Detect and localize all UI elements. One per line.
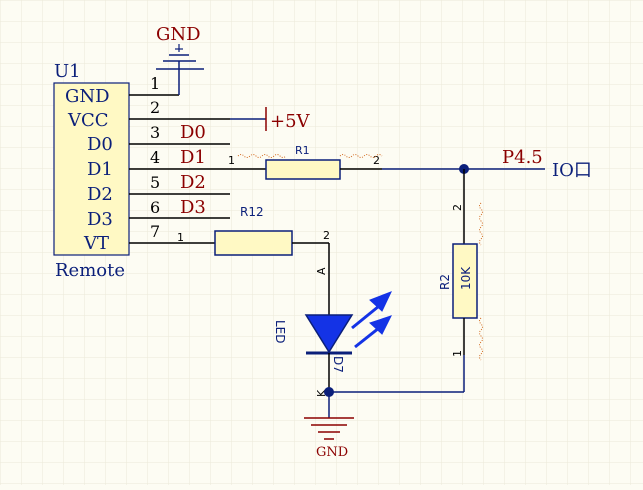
r2-pin2: 2 bbox=[451, 204, 464, 211]
r1-highlight-right bbox=[339, 154, 383, 158]
net-label-p45: P4.5 bbox=[502, 147, 543, 168]
led-anode-label: A bbox=[315, 267, 328, 275]
u1-pin-name: VT bbox=[83, 233, 109, 254]
u1-pin-name: D3 bbox=[87, 209, 113, 230]
u1-name: Remote bbox=[55, 260, 125, 281]
u1-pin-number: 7 bbox=[150, 222, 160, 241]
gnd-top-label: GND bbox=[156, 24, 201, 45]
u1-pin-name: D1 bbox=[87, 159, 113, 180]
u1-pins: GND VCC D0 D1 D2 D3 VT bbox=[65, 86, 113, 254]
u1-pin-name: D0 bbox=[87, 134, 113, 155]
bottom-net bbox=[324, 387, 464, 418]
net-label-d1: D1 bbox=[180, 147, 206, 168]
u1-pin-number: 2 bbox=[150, 98, 160, 117]
net-label-d2: D2 bbox=[180, 172, 206, 193]
u1-pin-number: 1 bbox=[150, 74, 160, 93]
r1-pin2: 2 bbox=[373, 154, 380, 167]
p45-net: P4.5 IO口 bbox=[459, 147, 592, 181]
u1-pin-name: D2 bbox=[87, 184, 113, 205]
gnd-top-symbol: GND bbox=[156, 24, 204, 95]
r2-value: 10K bbox=[459, 266, 473, 290]
vcc-label: +5V bbox=[270, 111, 311, 132]
u1-pin-name: VCC bbox=[67, 110, 109, 131]
r2-designator: R2 bbox=[438, 274, 452, 290]
led-d7-component[interactable]: A LED D7 K bbox=[273, 243, 392, 397]
u1-component[interactable]: U1 Remote GND VCC D0 D1 D2 D3 VT 1 2 3 4… bbox=[53, 61, 230, 281]
r2-highlight-bottom bbox=[479, 317, 483, 361]
r1-designator: R1 bbox=[295, 144, 310, 157]
u1-pin-number: 5 bbox=[150, 173, 160, 192]
r2-highlight-top bbox=[479, 202, 483, 246]
r2-body bbox=[452, 243, 478, 319]
data-net-labels: D0 D1 D2 D3 bbox=[180, 122, 206, 218]
net-label-d0: D0 bbox=[180, 122, 206, 143]
r2-component[interactable]: 2 1 R2 10K bbox=[438, 169, 483, 392]
r1-component[interactable]: R1 1 2 bbox=[228, 144, 464, 180]
u1-pin-name: GND bbox=[65, 86, 110, 107]
r12-component[interactable]: R12 1 2 bbox=[177, 205, 330, 256]
u1-pin-numbers: 1 2 3 4 5 6 7 bbox=[150, 74, 160, 241]
r1-pin1: 1 bbox=[228, 154, 235, 167]
u1-body bbox=[53, 82, 130, 256]
r1-body bbox=[265, 159, 341, 180]
led-type-label: LED bbox=[273, 320, 287, 344]
r12-designator: R12 bbox=[240, 205, 264, 219]
led-triangle bbox=[304, 314, 354, 354]
gnd-bottom-label: GND bbox=[316, 445, 348, 460]
u1-pin-number: 6 bbox=[150, 198, 160, 217]
io-port-label: IO口 bbox=[552, 160, 592, 181]
led-cathode-label: K bbox=[315, 389, 328, 397]
u1-pin-number: 4 bbox=[150, 148, 160, 167]
u1-pin-number: 3 bbox=[150, 123, 160, 142]
r12-pin1: 1 bbox=[177, 231, 184, 244]
r12-pin2: 2 bbox=[323, 229, 330, 242]
u1-designator: U1 bbox=[54, 61, 81, 82]
vcc-net: +5V bbox=[230, 107, 311, 132]
r12-body bbox=[214, 230, 293, 256]
r2-pin1: 1 bbox=[451, 350, 464, 357]
r1-highlight-left bbox=[237, 154, 287, 158]
light-arrows-icon bbox=[351, 291, 392, 349]
led-designator: D7 bbox=[331, 356, 345, 373]
net-label-d3: D3 bbox=[180, 197, 206, 218]
gnd-bottom-symbol: GND bbox=[304, 417, 354, 460]
u1-pin-lines bbox=[129, 94, 230, 244]
